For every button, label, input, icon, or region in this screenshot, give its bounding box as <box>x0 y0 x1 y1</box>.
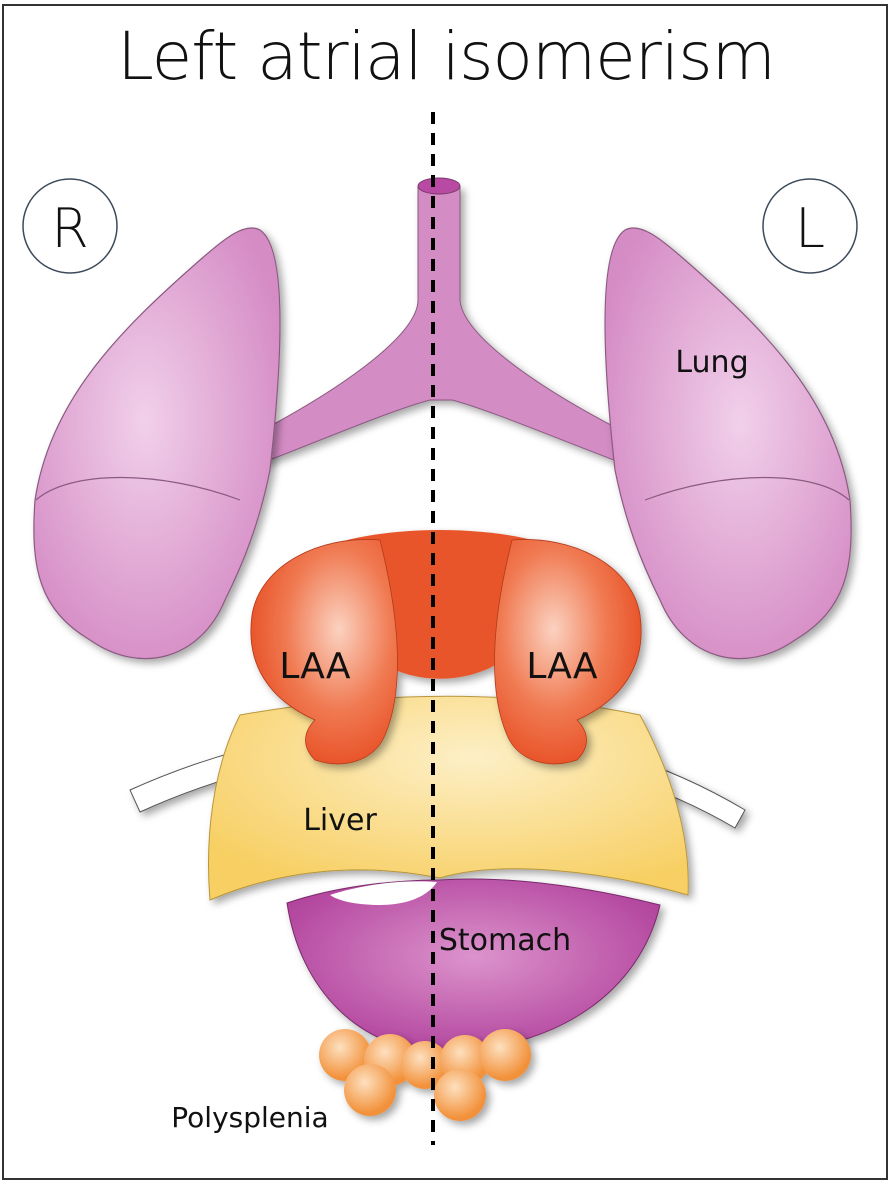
atria <box>250 530 642 765</box>
spleen-nodule <box>344 1064 396 1116</box>
spleen-nodule <box>479 1029 531 1081</box>
left-left-atrial-appendage <box>494 539 642 765</box>
liver <box>208 695 689 901</box>
left-side-label: L <box>795 197 825 260</box>
trachea-opening <box>417 177 461 195</box>
right-left-atrial-appendage <box>250 539 398 765</box>
laa-left-label: LAA <box>526 646 598 687</box>
left-side-marker: L <box>762 178 858 274</box>
right-side-marker: R <box>22 178 118 274</box>
spleen-nodule <box>401 1041 449 1089</box>
stomach-label: Stomach <box>439 923 571 958</box>
spleen-nodule <box>434 1069 486 1121</box>
airway <box>230 185 654 480</box>
liver-label: Liver <box>303 803 377 838</box>
polysplenia <box>319 1029 531 1121</box>
liver-stomach-gap <box>330 881 437 905</box>
laa-right-label: LAA <box>279 646 351 687</box>
lung-label: Lung <box>675 345 748 380</box>
figure-title: Left atrial isomerism <box>117 18 776 95</box>
right-lung <box>33 227 281 660</box>
right-side-label: R <box>51 197 89 260</box>
stomach <box>286 878 661 1053</box>
polysplenia-label: Polysplenia <box>171 1101 328 1134</box>
left-lung <box>604 227 852 660</box>
